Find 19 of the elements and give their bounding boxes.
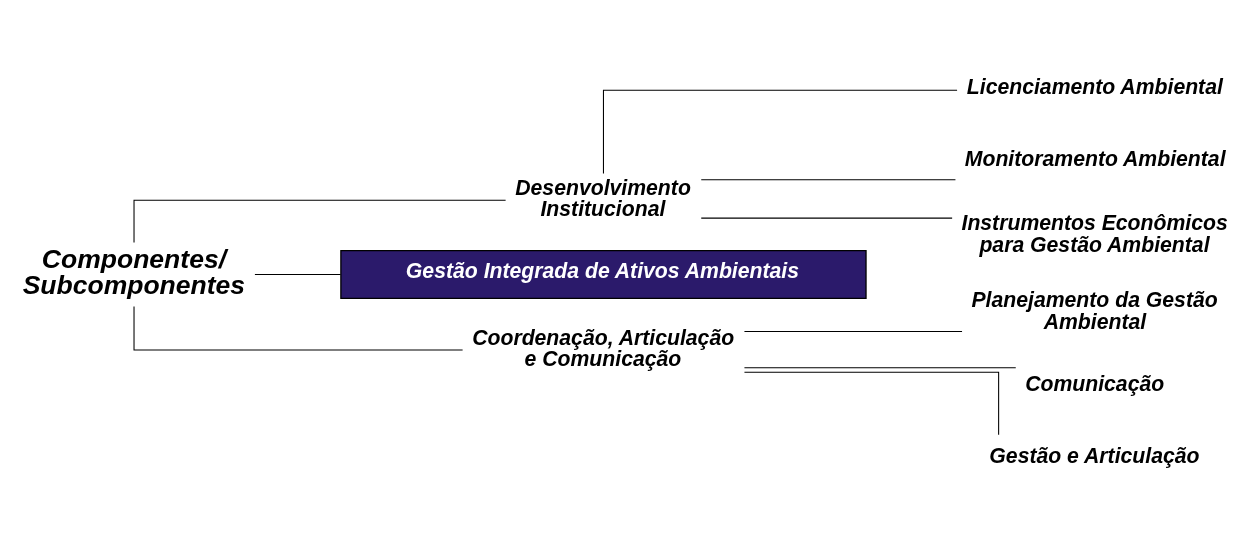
node-text: Monitoramento Ambiental — [964, 146, 1226, 169]
connector — [700, 178, 956, 180]
connector — [133, 305, 464, 351]
connector — [743, 366, 1017, 368]
connector — [602, 89, 958, 174]
connector — [254, 273, 342, 275]
node-text: Componentes/ Subcomponentes — [22, 243, 246, 300]
node-text: Licenciamento Ambiental — [966, 74, 1223, 98]
node-text: Planejamento da Gestão Ambiental — [971, 287, 1218, 333]
node-text: Gestão e Articulação — [989, 443, 1200, 467]
node-text: Instrumentos Econômicos para Gestão Ambiental — [961, 210, 1228, 256]
node-text: Comunicação — [1025, 371, 1165, 395]
connector — [743, 371, 1000, 435]
connector — [743, 330, 963, 332]
node-text: Coordenação, Articulação e Comunicação — [472, 325, 735, 370]
connector — [133, 199, 507, 243]
node-box: Gestão Integrada de Ativos Ambientais — [340, 249, 867, 299]
node-text: Desenvolvimento Institucional — [515, 175, 691, 220]
connector — [700, 217, 953, 219]
